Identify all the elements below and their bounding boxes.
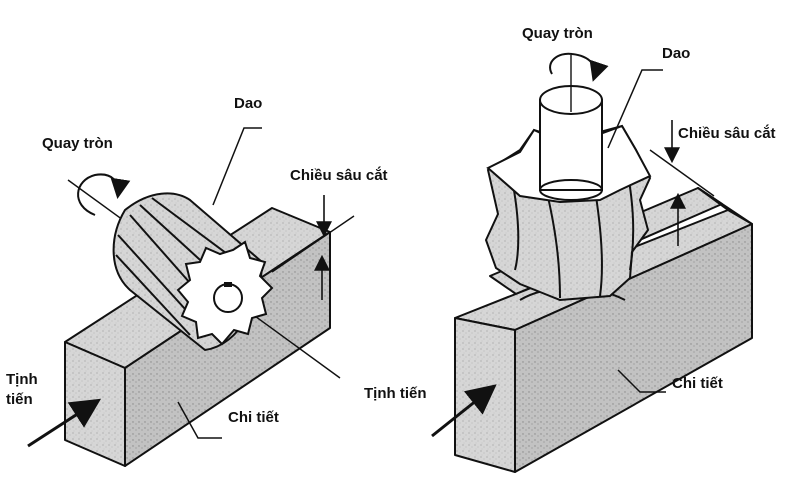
left-feed-label-1: Tịnh [6,371,38,388]
right-tool-label: Dao [662,45,690,62]
left-cutter-end-face [176,240,274,346]
right-depth-line [649,149,715,197]
right-feed-arrow [431,384,497,438]
right-workpiece-leader [617,369,666,393]
left-rotation-label: Quay tròn [42,135,113,152]
right-cutter-shank [539,85,603,201]
left-depth-line-top [271,215,355,273]
right-rotation-arrow [549,52,609,82]
right-rotation-label: Quay tròn [522,25,593,42]
right-tool-leader [607,69,663,149]
right-depth-label: Chiều sâu cắt [678,124,776,142]
left-workpiece-leader [177,401,222,439]
left-feed-label-2: tiến [6,391,33,408]
left-tool-label: Dao [234,95,262,112]
right-diagram: Quay tròn Dao Chiều sâu cắt Tịnh tiến Ch… [364,25,776,473]
left-rotation-arrow [77,173,131,216]
right-feed-label: Tịnh tiến [364,385,427,402]
left-tool-leader [212,127,262,206]
right-workpiece-side-face [514,223,753,473]
left-feed-arrow [27,398,102,448]
left-diagram: Quay tròn Dao Chiều sâu cắt Tịnh tiến Ch… [6,95,388,467]
left-workpiece-label: Chi tiết [228,409,279,426]
right-workpiece-label: Chi tiết [672,375,723,392]
left-depth-label: Chiều sâu cắt [290,166,388,184]
